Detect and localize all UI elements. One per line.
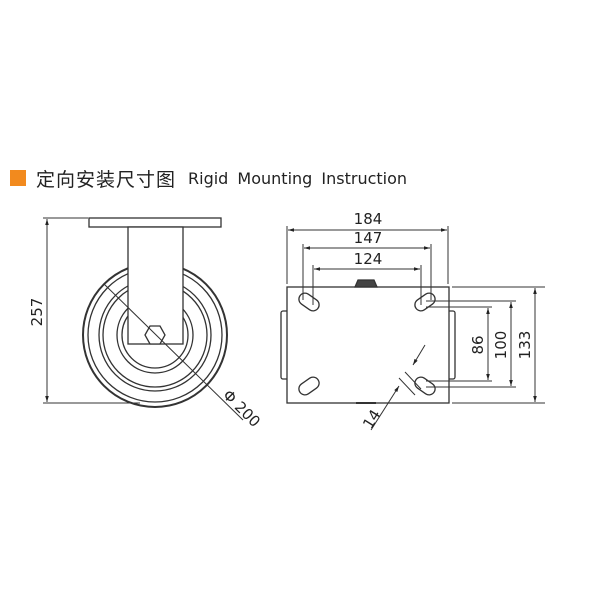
accent-square-icon [10, 170, 26, 186]
outer-hole-span-label: 147 [354, 229, 383, 247]
plate-length-label: 133 [516, 331, 534, 360]
heading-title-en: Rigid Mounting Instruction [188, 168, 408, 188]
section-heading: 定向安装尺寸图 Rigid Mounting Instruction [10, 163, 407, 193]
side-view [43, 217, 244, 421]
top-view [280, 226, 545, 431]
inner-hole-span-label: 124 [354, 250, 383, 268]
plate-width-label: 184 [354, 210, 383, 228]
outer-hole-vertical-label: 100 [492, 331, 510, 360]
height-dimension-label: 257 [28, 298, 46, 327]
inner-hole-vertical-label: 86 [469, 335, 487, 354]
slot-width-label: 14 [359, 406, 384, 432]
wheel-diameter-label: Φ 200 [219, 386, 264, 431]
heading-title-zh: 定向安装尺寸图 [36, 168, 177, 191]
